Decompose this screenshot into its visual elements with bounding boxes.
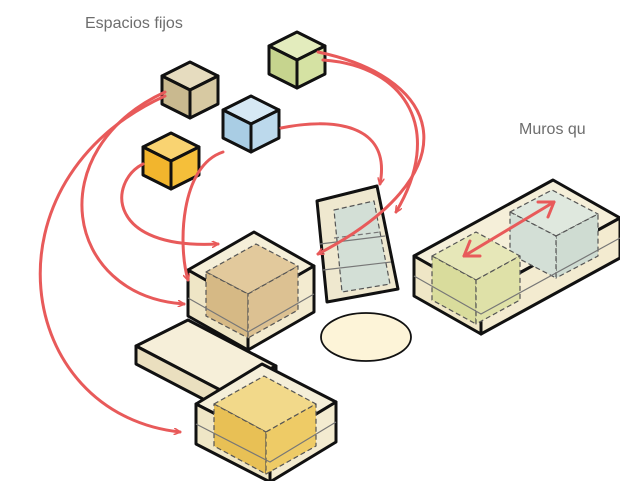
blue-cube [221,94,281,154]
lower-box [194,362,338,481]
arrow-blue-to-middle-box [279,122,382,186]
walls-label: Muros qu [519,121,586,138]
fixed-spaces-label: Espacios fijos [85,15,183,32]
arrow-tan-to-lower-box [38,94,182,432]
green-cube [267,30,327,90]
arrow-tan-to-upper-box [80,90,186,304]
tilted-middle-box [315,184,400,304]
right-long-box [412,178,620,336]
arrow-blue-to-box [181,150,225,280]
pale-ellipse [320,312,412,362]
upper-left-box [186,230,316,352]
double-arrow [462,200,556,258]
tan-cube [160,60,220,120]
yellow-cube [141,131,201,191]
arrow-green-to-middle-box [321,58,419,212]
arrow-green-to-upper-box [318,50,426,256]
